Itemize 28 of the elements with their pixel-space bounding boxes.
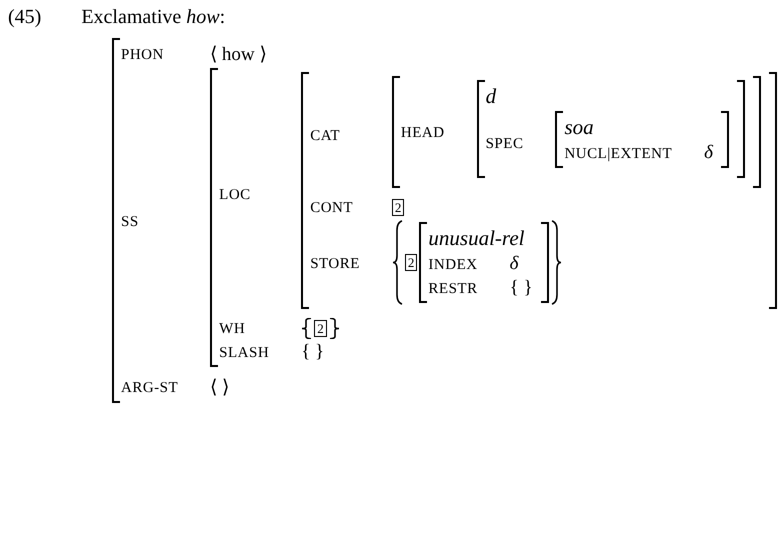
tag-number: 2 xyxy=(314,320,327,337)
feature-label: STORE xyxy=(310,256,361,272)
feature-label: SS xyxy=(121,214,140,230)
feature-label: SLASH xyxy=(219,345,270,361)
feature-label: RESTR xyxy=(428,281,479,297)
feature-label: CONT xyxy=(310,200,354,216)
feature-label: CAT xyxy=(310,128,342,144)
type-label: unusual-rel xyxy=(428,226,524,250)
feature-label: PHON xyxy=(121,47,165,63)
feature-label: SPEC xyxy=(486,136,524,152)
feature-label: HEAD xyxy=(400,125,446,141)
feature-label: ARG-ST xyxy=(121,380,180,396)
type-label: d xyxy=(486,84,496,108)
example-title: Exclamative how: xyxy=(81,6,226,29)
feature-value: { } xyxy=(301,341,324,362)
example-number: (45) xyxy=(8,6,42,29)
feature-value: ⟨ how ⟩ xyxy=(210,44,266,65)
tag-number: 2 xyxy=(392,199,404,216)
feature-label: LOC xyxy=(219,186,252,202)
feature-value: ⟨ ⟩ xyxy=(210,377,229,398)
feature-value: δ xyxy=(510,253,518,274)
type-label: soa xyxy=(564,115,594,139)
feature-label: WH xyxy=(219,321,246,337)
feature-value: δ xyxy=(704,142,713,163)
feature-value: { } xyxy=(510,277,533,298)
feature-label: INDEX xyxy=(428,257,479,273)
tag-number: 2 xyxy=(404,254,418,271)
feature-label: NUCL|EXTENT xyxy=(564,146,674,162)
